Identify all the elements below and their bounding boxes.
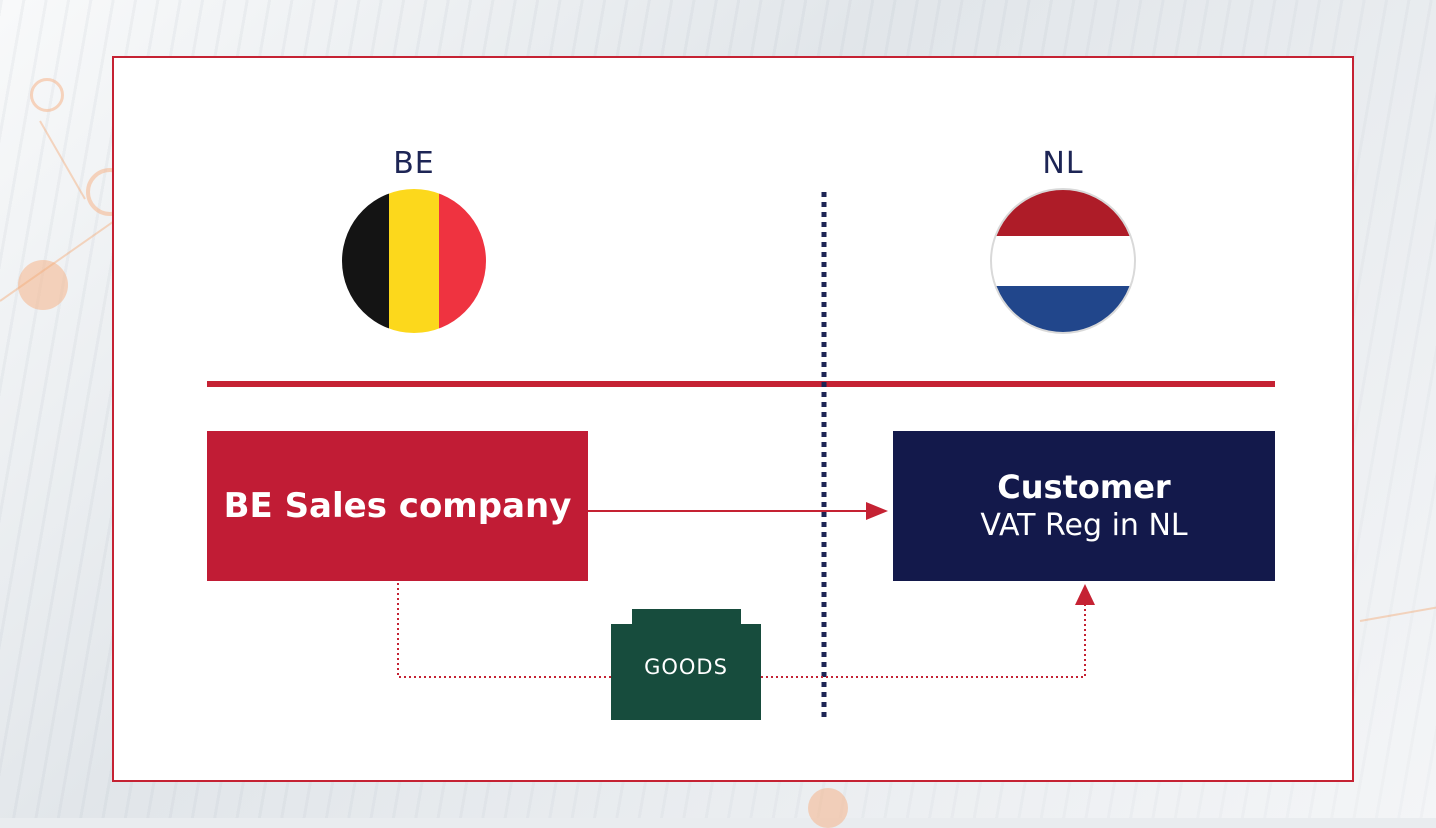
country-label-be: BE [393, 146, 435, 181]
background-dot [30, 78, 64, 112]
background-dot [18, 260, 68, 310]
netherlands-flag-icon [990, 188, 1136, 334]
seller-label: BE Sales company [223, 486, 572, 526]
customer-title: Customer [997, 468, 1171, 507]
customer-box: Customer VAT Reg in NL [893, 431, 1275, 581]
country-label-nl: NL [1042, 146, 1084, 181]
invoice-arrow-head [866, 502, 888, 520]
goods-flow-left [397, 583, 611, 678]
goods-box-icon [611, 609, 761, 720]
goods-label: GOODS [644, 655, 728, 679]
seller-box: BE Sales company [207, 431, 588, 581]
belgium-flag-icon [342, 189, 486, 333]
customer-subtitle: VAT Reg in NL [980, 508, 1188, 544]
goods-flow-arrow-head [1075, 584, 1095, 605]
goods-flow-right [761, 602, 1086, 678]
